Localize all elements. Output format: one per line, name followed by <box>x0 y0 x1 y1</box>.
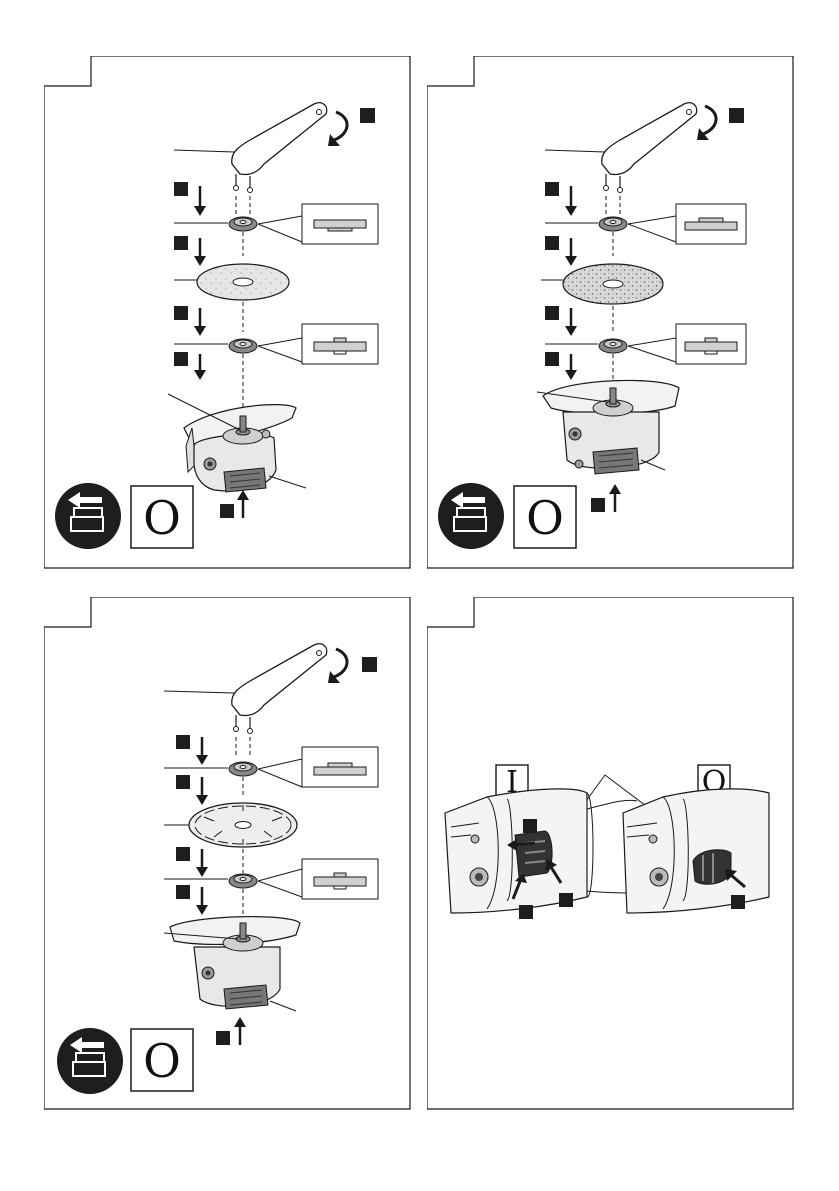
step-marker <box>220 504 234 518</box>
outer-flange <box>229 762 257 776</box>
diamond-blade <box>189 803 297 847</box>
step-marker <box>545 306 559 320</box>
inner-flange <box>229 339 257 353</box>
battery-remove-icon <box>55 483 121 549</box>
step-marker <box>216 1031 230 1045</box>
grinding-disc <box>197 264 289 300</box>
outer-flange <box>229 217 257 231</box>
step-marker <box>559 893 573 907</box>
step-marker <box>176 775 190 789</box>
step-marker <box>174 352 188 366</box>
step-marker <box>545 352 559 366</box>
step-marker <box>519 905 533 919</box>
inner-flange <box>599 339 627 353</box>
inner-flange <box>229 874 257 888</box>
figure-panel-3: O <box>44 597 411 1110</box>
step-marker <box>591 498 605 512</box>
outer-flange <box>599 217 627 231</box>
figure-panel-2: O <box>427 56 794 569</box>
svg-text:O: O <box>143 1034 181 1088</box>
step-marker <box>174 306 188 320</box>
grinding-disc <box>563 264 663 304</box>
step-marker <box>362 657 377 672</box>
grinder-body-off <box>623 789 769 913</box>
figure-panel-1: O <box>44 56 411 569</box>
switch-off-symbol: O <box>131 1029 193 1091</box>
switch-off-symbol: O <box>131 486 193 548</box>
step-marker <box>729 108 744 123</box>
step-marker <box>731 895 745 909</box>
step-marker <box>176 847 190 861</box>
step-marker <box>174 182 188 196</box>
switch-off-symbol: O <box>514 486 576 548</box>
step-marker <box>174 236 188 250</box>
step-marker <box>545 182 559 196</box>
step-marker <box>176 735 190 749</box>
step-marker <box>523 819 537 833</box>
paddle-switch-off[interactable] <box>693 850 731 885</box>
svg-text:O: O <box>143 491 181 545</box>
step-marker <box>545 236 559 250</box>
step-marker <box>176 885 190 899</box>
svg-text:O: O <box>526 491 564 545</box>
battery-remove-icon <box>438 483 504 549</box>
battery-remove-icon <box>57 1028 123 1094</box>
figure-panel-4: I O <box>427 597 794 1110</box>
step-marker <box>360 108 375 123</box>
